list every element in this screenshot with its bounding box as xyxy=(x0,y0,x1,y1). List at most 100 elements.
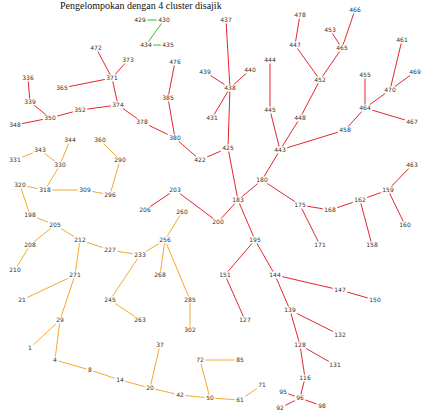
graph-node: 171 xyxy=(313,242,326,248)
tree-edge xyxy=(87,106,111,109)
tree-edge xyxy=(302,209,319,242)
graph-node: 85 xyxy=(235,357,245,363)
graph-node: 458 xyxy=(338,127,351,133)
node-number: 452 xyxy=(314,76,325,83)
node-number: 453 xyxy=(324,26,335,33)
node-number: 478 xyxy=(294,11,305,18)
tree-edge xyxy=(47,169,58,187)
tree-edge xyxy=(98,52,110,75)
tree-edge xyxy=(239,204,253,237)
graph-node: 233 xyxy=(133,252,146,258)
graph-node: 168 xyxy=(323,207,336,213)
tree-edge xyxy=(169,66,175,95)
graph-node: 21 xyxy=(17,297,27,303)
tree-edge xyxy=(391,44,401,87)
graph-node: 455 xyxy=(358,72,371,78)
graph-node: 144 xyxy=(268,272,281,278)
node-number: 61 xyxy=(236,396,244,403)
tree-edge xyxy=(17,249,28,267)
node-number: 195 xyxy=(249,236,260,243)
tree-edge xyxy=(390,194,404,222)
node-number: 463 xyxy=(406,161,417,168)
node-number: 309 xyxy=(79,186,90,193)
graph-node: 440 xyxy=(243,67,256,73)
node-number: 365 xyxy=(56,84,67,91)
graph-node: 453 xyxy=(323,27,336,33)
tree-edge xyxy=(322,52,339,77)
node-number: 350 xyxy=(44,114,55,121)
tree-edge xyxy=(151,349,159,385)
graph-node: 37 xyxy=(155,342,165,348)
node-number: 302 xyxy=(184,326,195,333)
tree-edge xyxy=(28,82,29,99)
tree-edge xyxy=(282,122,298,147)
tree-edge xyxy=(287,132,338,148)
node-number: 92 xyxy=(276,404,284,411)
node-number: 21 xyxy=(18,296,26,303)
graph-node: 444 xyxy=(263,57,276,63)
graph-node: 365 xyxy=(55,85,68,91)
node-number: 445 xyxy=(264,106,275,113)
graph-node: 162 xyxy=(353,197,366,203)
node-number: 200 xyxy=(212,218,223,225)
graph-node: 302 xyxy=(183,327,196,333)
tree-edge xyxy=(150,194,170,207)
node-number: 171 xyxy=(314,241,325,248)
graph-node: 95 xyxy=(278,389,288,395)
graph-node: 285 xyxy=(183,297,196,303)
node-number: 285 xyxy=(184,296,195,303)
tree-edge xyxy=(111,164,119,192)
tree-edge xyxy=(364,79,365,105)
node-number: 168 xyxy=(324,206,335,213)
node-number: 95 xyxy=(279,388,287,395)
node-number: 210 xyxy=(9,266,20,273)
tree-edge xyxy=(297,49,317,77)
graph-node: 210 xyxy=(8,267,21,273)
node-number: 159 xyxy=(382,186,393,193)
node-number: 1 xyxy=(28,344,32,351)
graph-node: 245 xyxy=(103,297,116,303)
node-number: 227 xyxy=(104,246,115,253)
tree-edge xyxy=(264,154,278,177)
graph-node: 374 xyxy=(111,102,124,108)
graph-node: 98 xyxy=(317,403,327,409)
tree-edge xyxy=(288,394,294,396)
graph-node: 268 xyxy=(153,272,166,278)
graph-node: 336 xyxy=(21,75,34,81)
tree-edge xyxy=(103,144,116,157)
tree-edge xyxy=(205,360,234,361)
tree-edge xyxy=(167,216,180,237)
graph-node: 150 xyxy=(368,297,381,303)
graph-node: 443 xyxy=(273,147,286,153)
tree-edge xyxy=(276,279,288,307)
tree-edge xyxy=(27,186,38,188)
node-number: 158 xyxy=(366,241,377,248)
node-number: 458 xyxy=(339,126,350,133)
node-number: 464 xyxy=(359,104,370,111)
node-number: 131 xyxy=(329,361,340,368)
node-number: 151 xyxy=(219,271,230,278)
tree-edge xyxy=(185,396,204,398)
graph-node: 206 xyxy=(138,207,151,213)
graph-node: 439 xyxy=(198,69,211,75)
graph-node: 438 xyxy=(223,85,236,91)
node-number: 256 xyxy=(159,236,170,243)
graph-node: 151 xyxy=(218,272,231,278)
node-number: 331 xyxy=(9,156,20,163)
tree-edge xyxy=(370,94,385,105)
graph-node: 71 xyxy=(257,382,267,388)
node-number: 175 xyxy=(294,201,305,208)
tree-edge xyxy=(282,277,333,289)
tree-edge xyxy=(285,401,294,406)
graph-node: 131 xyxy=(328,362,341,368)
tree-edge xyxy=(112,259,137,297)
node-number: 205 xyxy=(49,221,60,228)
node-number: 374 xyxy=(112,101,123,108)
graph-node: 205 xyxy=(48,222,61,228)
node-number: 29 xyxy=(56,316,64,323)
tree-edge xyxy=(306,349,329,362)
node-number: 245 xyxy=(104,296,115,303)
tree-edge xyxy=(55,324,59,357)
node-number: 336 xyxy=(22,74,33,81)
